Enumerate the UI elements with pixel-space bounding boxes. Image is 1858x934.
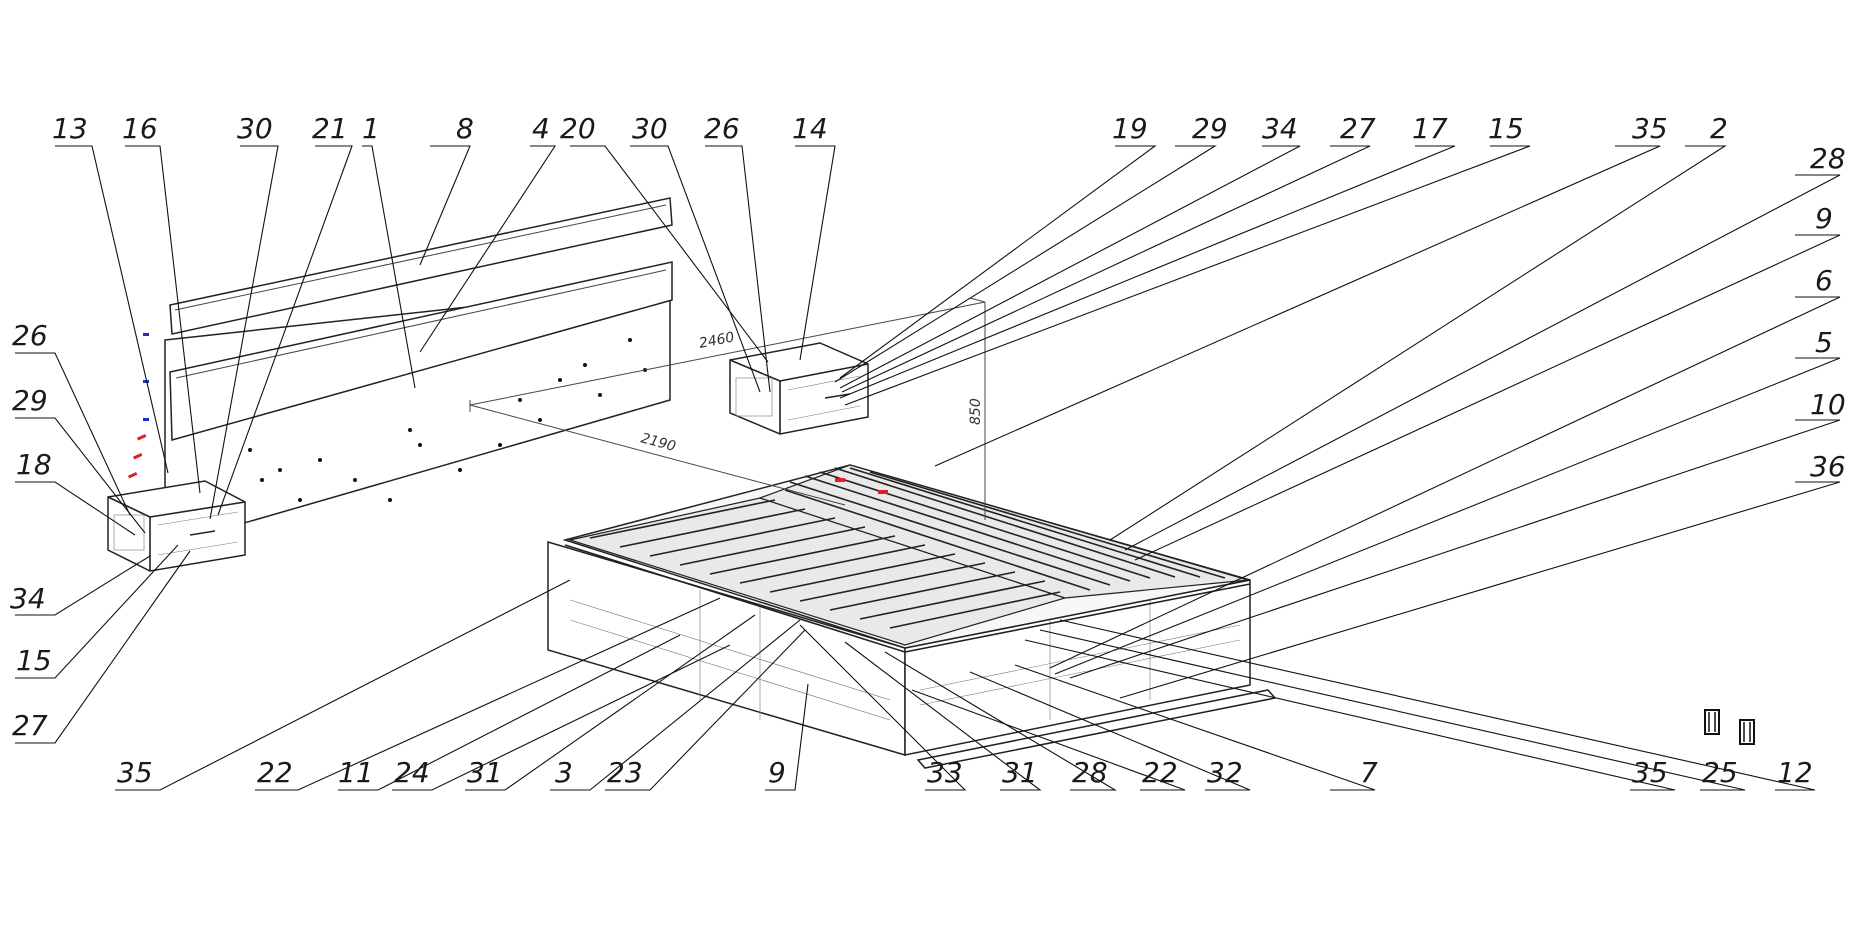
callout-3: 3: [555, 756, 573, 789]
callout-20: 20: [560, 112, 596, 145]
callouts-left: 26 29 18 34 15 27: [10, 319, 52, 742]
callout-27-left: 27: [12, 709, 48, 742]
dimension-height: 850: [968, 398, 984, 425]
callout-15-left: 15: [16, 644, 52, 677]
callout-22-b2: 22: [1142, 756, 1178, 789]
callout-25: 25: [1702, 756, 1738, 789]
callout-23: 23: [607, 756, 643, 789]
callouts-right: 28 9 6 5 10 36: [1810, 142, 1846, 483]
callout-29-left: 29: [12, 384, 48, 417]
callout-7: 7: [1360, 756, 1378, 789]
callout-26-left: 26: [12, 319, 48, 352]
callout-21: 21: [312, 112, 348, 145]
callout-29: 29: [1192, 112, 1228, 145]
callout-32: 32: [1207, 756, 1243, 789]
left-nightstand: [107, 480, 246, 572]
callout-26: 26: [704, 112, 740, 145]
callout-33: 33: [927, 756, 963, 789]
callouts-top: 13 16 30 21 1 8 4 20 30 26 14 19 29 34 2…: [52, 112, 1728, 145]
callout-35-b1: 35: [117, 756, 153, 789]
callout-12: 12: [1777, 756, 1813, 789]
callout-34-left: 34: [10, 582, 46, 615]
callout-28-b: 28: [1072, 756, 1108, 789]
leader-lines: [15, 145, 1841, 791]
callout-27: 27: [1340, 112, 1376, 145]
callout-34: 34: [1262, 112, 1298, 145]
callout-30b: 30: [632, 112, 668, 145]
dimension-width: 2460: [698, 329, 736, 352]
callout-24: 24: [394, 756, 430, 789]
headboard: [127, 197, 673, 531]
callout-36: 36: [1810, 450, 1846, 483]
callout-31-b1: 31: [467, 756, 503, 789]
callout-28: 28: [1810, 142, 1846, 175]
callout-22-b1: 22: [257, 756, 293, 789]
callout-6: 6: [1815, 264, 1833, 297]
callout-30: 30: [237, 112, 273, 145]
callout-35: 35: [1632, 112, 1668, 145]
headboard-holes: [248, 338, 647, 502]
callout-16: 16: [122, 112, 158, 145]
callout-11: 11: [338, 756, 374, 789]
callout-19: 19: [1112, 112, 1148, 145]
small-clips: [1704, 709, 1755, 745]
callout-13: 13: [52, 112, 88, 145]
slat-lattice: [567, 464, 1249, 646]
callout-9-b: 9: [768, 756, 786, 789]
callout-1: 1: [362, 112, 380, 145]
callouts-bottom: 35 22 11 24 31 3 23 9 33 31 28 22 32 7 3…: [117, 756, 1813, 789]
callout-31-b2: 31: [1002, 756, 1038, 789]
callout-9: 9: [1815, 202, 1833, 235]
callout-10: 10: [1810, 388, 1846, 421]
callout-17: 17: [1412, 112, 1448, 145]
callout-8: 8: [456, 112, 474, 145]
callout-5: 5: [1815, 326, 1833, 359]
callout-35-b2: 35: [1632, 756, 1668, 789]
right-nightstand: [729, 342, 869, 435]
callout-4: 4: [532, 112, 550, 145]
callout-14: 14: [792, 112, 828, 145]
callout-15: 15: [1488, 112, 1524, 145]
hardware-fittings: [127, 333, 149, 479]
callout-18: 18: [16, 448, 52, 481]
callout-2: 2: [1710, 112, 1728, 145]
